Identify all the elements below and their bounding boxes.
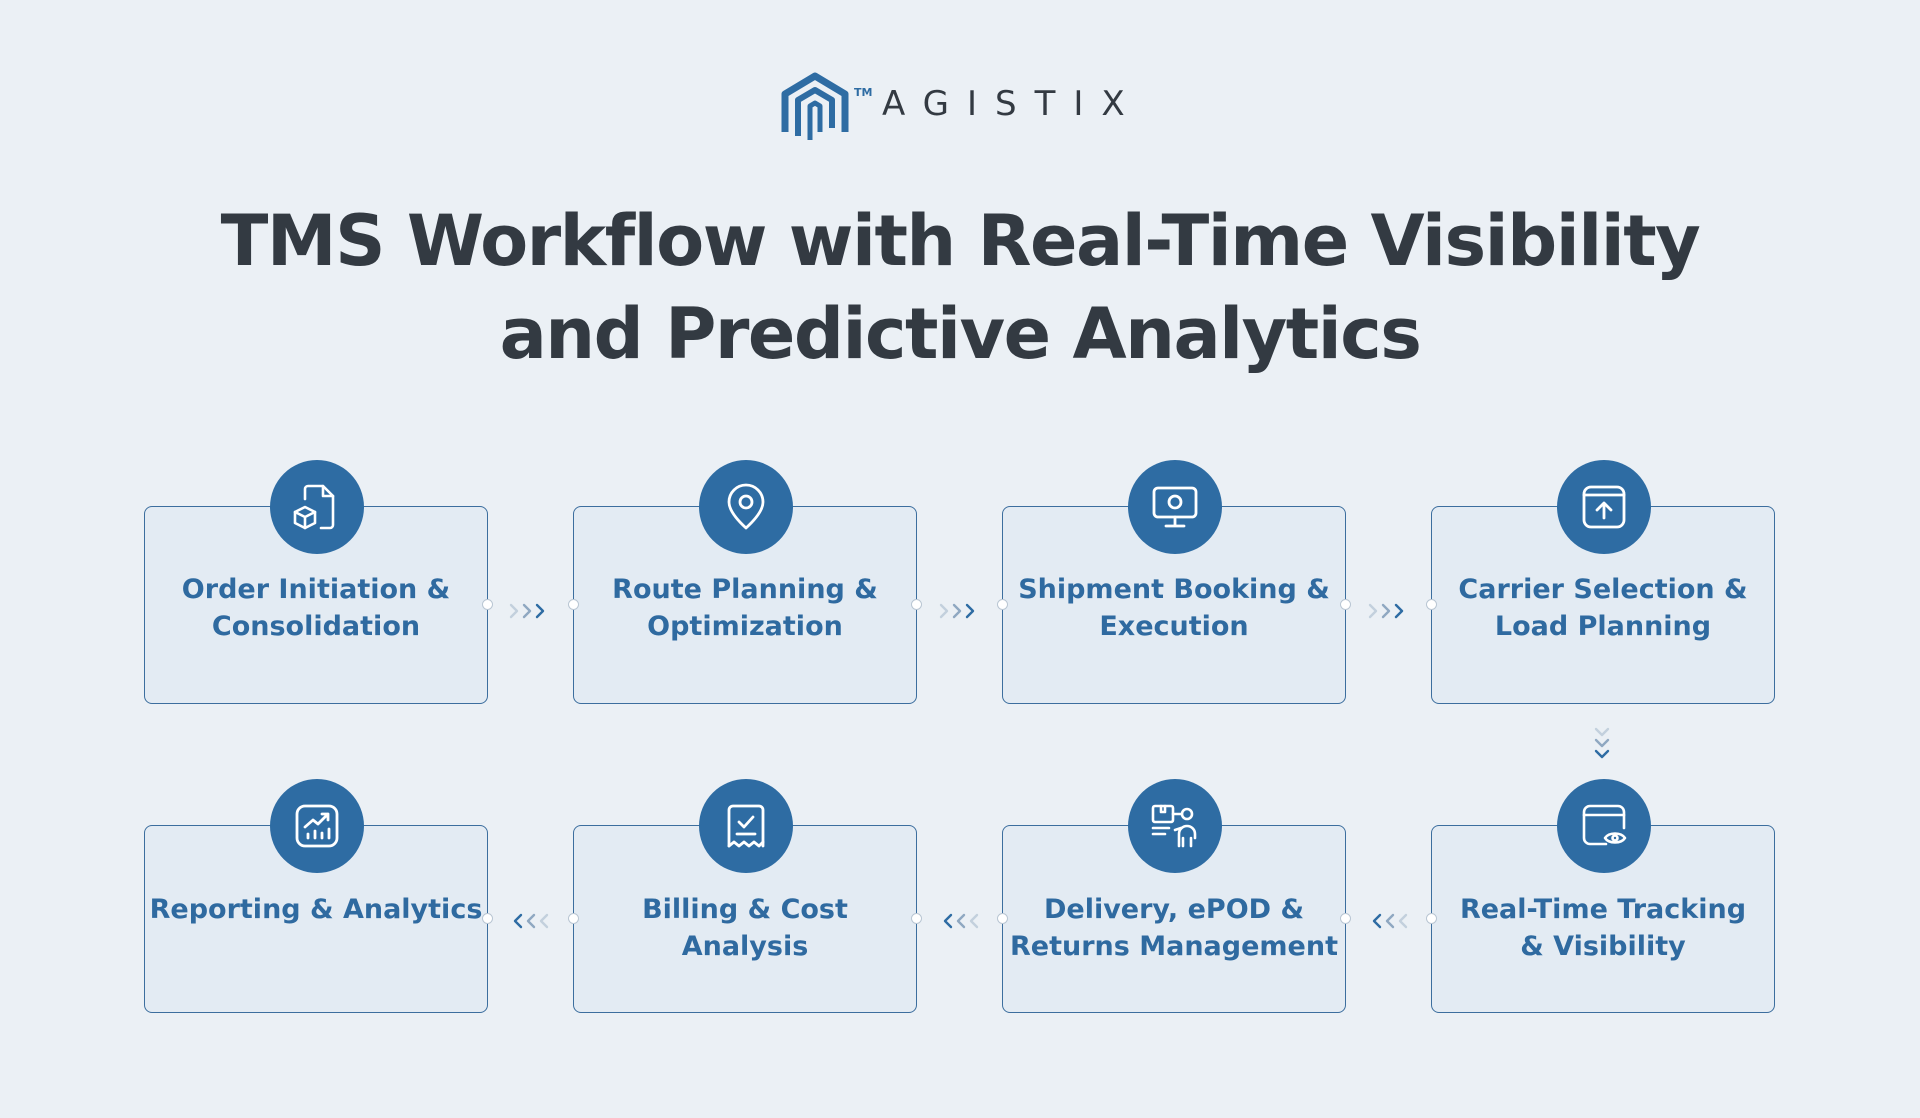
title-line-2: and Predictive Analytics	[499, 293, 1422, 375]
step-label-line: Order Initiation &	[181, 574, 451, 605]
step-label-line: Carrier Selection &	[1458, 574, 1748, 605]
chevrons-right-icon	[509, 603, 545, 619]
receipt-check-icon	[727, 804, 765, 848]
step-order-initiation: Order Initiation & Consolidation	[144, 460, 493, 704]
window-eye-icon	[1582, 804, 1627, 846]
step-label-line: & Visibility	[1520, 931, 1686, 962]
step-icon-badge	[699, 779, 793, 873]
upload-window-icon	[1582, 485, 1626, 529]
step-icon-badge	[270, 779, 364, 873]
step-carrier-selection: Carrier Selection & Load Planning	[1426, 460, 1775, 704]
step-billing-cost: Billing & Cost Analysis	[568, 779, 922, 1013]
agistix-logo: TM AGISTIX	[780, 70, 1150, 142]
connector-dot	[1340, 913, 1351, 924]
step-icon-badge	[1128, 779, 1222, 873]
step-icon-badge	[1557, 460, 1651, 554]
step-label: Real-Time Tracking & Visibility	[1432, 891, 1774, 965]
connector-dot	[997, 913, 1008, 924]
connector-dot	[1426, 599, 1437, 610]
connector-dot	[911, 599, 922, 610]
step-reporting-analytics: Reporting & Analytics	[144, 779, 493, 1013]
connector-dot	[482, 913, 493, 924]
step-label-line: Billing & Cost	[642, 894, 848, 925]
connector-dot	[997, 599, 1008, 610]
step-label: Billing & Cost Analysis	[574, 891, 916, 965]
step-icon-badge	[270, 460, 364, 554]
trademark: TM	[854, 86, 873, 99]
step-label-line: Reporting & Analytics	[149, 894, 483, 925]
step-shipment-booking: Shipment Booking & Execution	[997, 460, 1351, 704]
step-icon-badge	[1128, 460, 1222, 554]
logo-mark-icon	[781, 72, 849, 140]
step-label-line: Analysis	[681, 931, 809, 962]
step-icon-badge	[699, 460, 793, 554]
logo-wordmark: AGISTIX	[882, 84, 1143, 124]
connector-dot	[568, 913, 579, 924]
chevrons-left-icon	[943, 913, 979, 929]
step-label-line: Real-Time Tracking	[1459, 894, 1747, 925]
step-real-time-tracking: Real-Time Tracking & Visibility	[1426, 779, 1775, 1013]
connector-dot	[568, 599, 579, 610]
step-label-line: Execution	[1099, 611, 1249, 642]
chevrons-left-icon	[513, 913, 549, 929]
step-label-line: Optimization	[647, 611, 843, 642]
step-label-line: Delivery, ePOD &	[1043, 894, 1305, 925]
step-label: Carrier Selection & Load Planning	[1432, 571, 1774, 645]
package-document-icon	[293, 484, 335, 530]
chevrons-left-icon	[1372, 913, 1408, 929]
monitor-icon	[1152, 486, 1198, 528]
step-route-planning: Route Planning & Optimization	[568, 460, 922, 704]
step-label: Route Planning & Optimization	[574, 571, 916, 645]
connector-dot	[1340, 599, 1351, 610]
chart-trend-icon	[295, 804, 339, 848]
step-label: Shipment Booking & Execution	[1003, 571, 1345, 645]
connector-dot	[482, 599, 493, 610]
connector-dot	[911, 913, 922, 924]
step-label-line: Shipment Booking &	[1018, 574, 1330, 605]
step-label: Order Initiation & Consolidation	[145, 571, 487, 645]
step-label: Reporting & Analytics	[145, 891, 487, 928]
delivery-person-icon	[1151, 804, 1197, 848]
step-label-line: Load Planning	[1494, 611, 1712, 642]
chevrons-right-icon	[1368, 603, 1404, 619]
page-title: TMS Workflow with Real-Time Visibility a…	[160, 195, 1760, 381]
step-delivery-epod: Delivery, ePOD & Returns Management	[997, 779, 1351, 1013]
connector-dot	[1426, 913, 1437, 924]
step-label-line: Consolidation	[211, 611, 421, 642]
title-line-1: TMS Workflow with Real-Time Visibility	[220, 200, 1701, 282]
step-label-line: Returns Management	[1010, 931, 1338, 962]
chevrons-down-icon	[1594, 727, 1610, 759]
step-icon-badge	[1557, 779, 1651, 873]
chevrons-right-icon	[939, 603, 975, 619]
location-pin-icon	[727, 483, 765, 530]
step-label-line: Route Planning &	[612, 574, 878, 605]
step-label: Delivery, ePOD & Returns Management	[1003, 891, 1345, 965]
